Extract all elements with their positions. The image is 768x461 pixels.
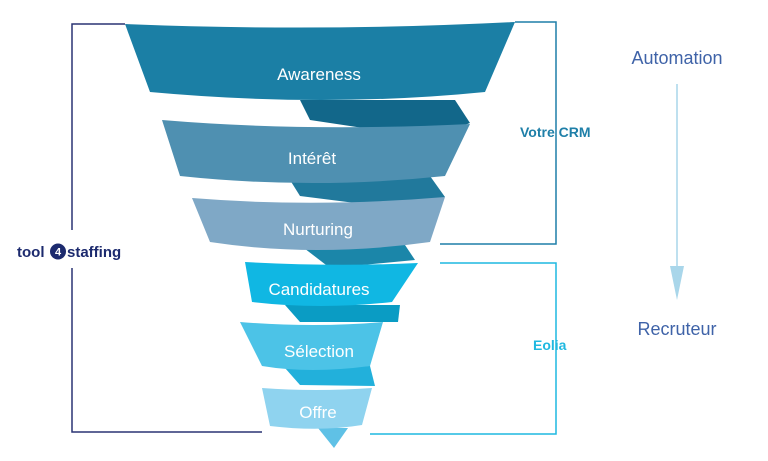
tool4staffing-bracket xyxy=(71,23,262,433)
funnel-bands xyxy=(125,22,515,429)
stage-label-nurturing: Nurturing xyxy=(283,220,353,239)
recruteur-label: Recruteur xyxy=(637,319,716,339)
stage-labels: Awareness Intérêt Nurturing Candidatures… xyxy=(268,65,369,422)
stage-label-awareness: Awareness xyxy=(277,65,361,84)
band-offre xyxy=(262,388,372,429)
twist-4 xyxy=(285,305,400,322)
stage-label-selection: Sélection xyxy=(284,342,354,361)
band-candidatures xyxy=(245,262,418,306)
band-awareness xyxy=(125,22,515,100)
eolia-bracket xyxy=(370,262,557,435)
band-selection xyxy=(240,322,383,370)
brand-prefix: tool xyxy=(17,244,45,261)
tool4staffing-logo: tool 4 staffing xyxy=(12,236,142,264)
eolia-label: Eolia xyxy=(533,337,567,353)
twist-3 xyxy=(300,245,415,268)
automation-label: Automation xyxy=(631,48,722,68)
stage-label-candidatures: Candidatures xyxy=(268,280,369,299)
band-nurturing xyxy=(192,197,445,250)
flow-arrow-icon xyxy=(670,84,684,300)
twist-5 xyxy=(285,366,375,386)
band-interet xyxy=(162,120,470,183)
brand-suffix: staffing xyxy=(67,244,121,261)
brand-digit: 4 xyxy=(55,247,62,259)
brand-background xyxy=(12,236,142,264)
stage-label-interet: Intérêt xyxy=(288,149,336,168)
crm-label: Votre CRM xyxy=(520,124,591,140)
crm-bracket xyxy=(440,21,557,245)
twist-6 xyxy=(318,428,348,448)
stage-label-offre: Offre xyxy=(299,403,336,422)
brand-badge xyxy=(50,243,66,260)
